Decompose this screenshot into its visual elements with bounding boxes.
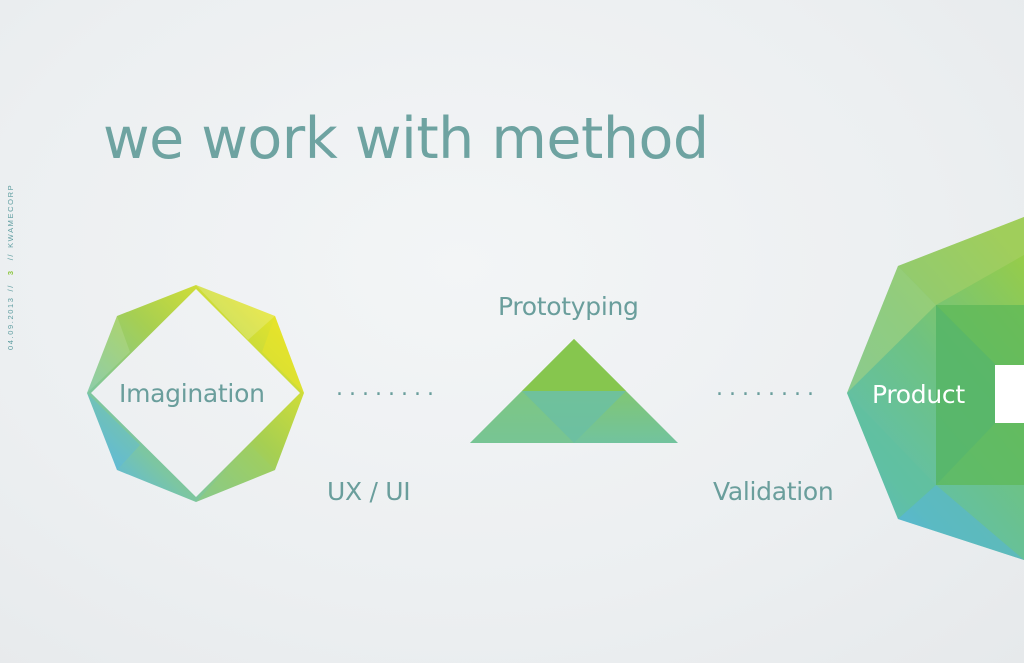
stage-label-prototyping: Prototyping [498, 292, 639, 321]
stage-label-product: Product [872, 380, 965, 409]
connector-dots-2: ........ [716, 376, 820, 401]
connector-label-validation: Validation [713, 477, 833, 506]
stage-label-imagination: Imagination [119, 379, 265, 408]
connector-dots-1: ........ [336, 376, 440, 401]
product-white-tab [995, 365, 1024, 423]
connector-label-ux-ui: UX / UI [327, 477, 410, 506]
prototyping-triangle-shape [470, 339, 678, 443]
